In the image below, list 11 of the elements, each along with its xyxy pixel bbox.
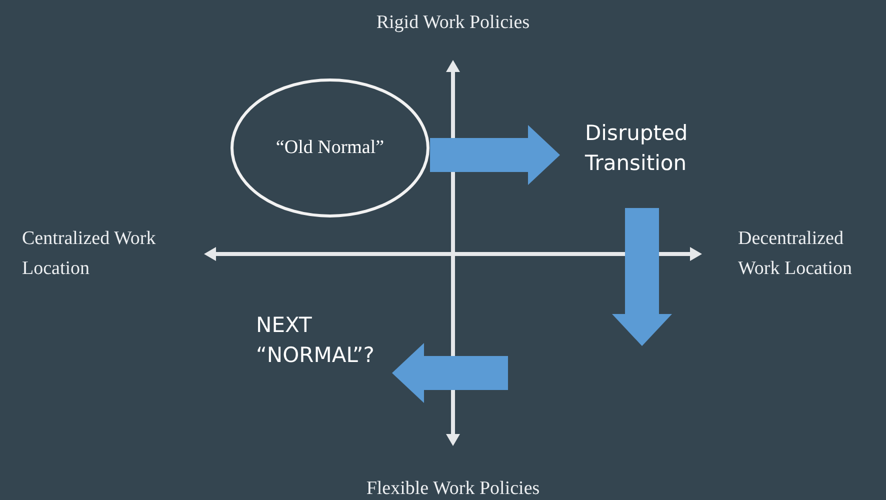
block-arrow (612, 208, 672, 346)
block-arrow (392, 343, 508, 403)
stage-text: NEXT “NORMAL”? (250, 310, 392, 396)
block-arrow (430, 125, 560, 185)
axis-label: Flexible Work Policies (365, 477, 541, 500)
state-ellipse (230, 78, 430, 218)
axis-label: Decentralized Work Location (738, 227, 854, 281)
axis-label: Rigid Work Policies (375, 11, 531, 35)
axis-label: Centralized Work Location (22, 227, 157, 281)
state-label: “Old Normal” (276, 136, 384, 160)
stage-text: Disrupted Transition (560, 118, 710, 208)
